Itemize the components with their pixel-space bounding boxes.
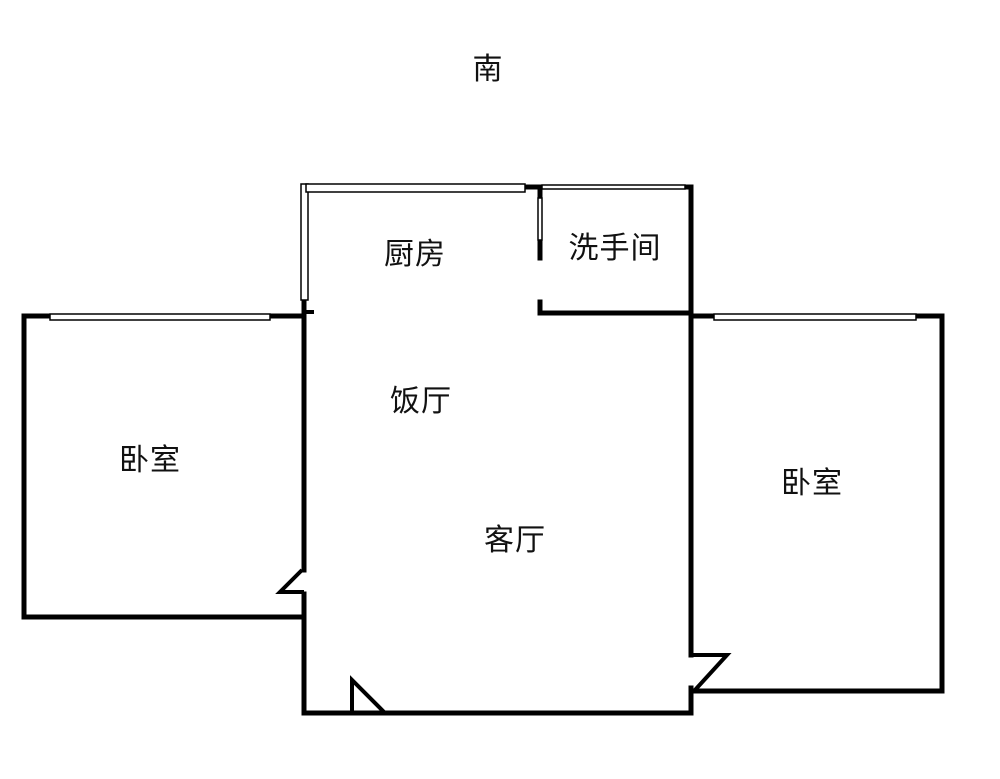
left-bedroom-wall <box>21 313 307 620</box>
room-label-living: 客厅 <box>484 523 546 558</box>
door-left-bedroom <box>275 568 304 594</box>
window-kitchen-side <box>300 183 309 301</box>
walls <box>21 184 945 716</box>
room-label-left-bedroom: 卧室 <box>119 443 181 478</box>
room-label-right-bedroom: 卧室 <box>781 466 843 501</box>
doors <box>275 310 732 715</box>
living-room-wall <box>301 297 694 716</box>
window-right-bedroom <box>713 313 917 321</box>
window-kitchen-top <box>305 183 526 193</box>
room-label-dining: 饭厅 <box>390 384 452 419</box>
window-bathroom-top <box>541 184 686 190</box>
window-left-bedroom <box>49 313 271 321</box>
room-label-bathroom: 洗手间 <box>568 231 662 266</box>
door-entrance <box>350 675 387 715</box>
orientation-label-south: 南 <box>472 52 504 87</box>
window-bathroom-partition <box>537 197 543 241</box>
door-right-bedroom <box>691 653 732 692</box>
right-main-wall <box>681 184 694 658</box>
room-label-kitchen: 厨房 <box>384 237 446 272</box>
right-bedroom-wall <box>688 313 945 694</box>
windows <box>49 183 917 321</box>
